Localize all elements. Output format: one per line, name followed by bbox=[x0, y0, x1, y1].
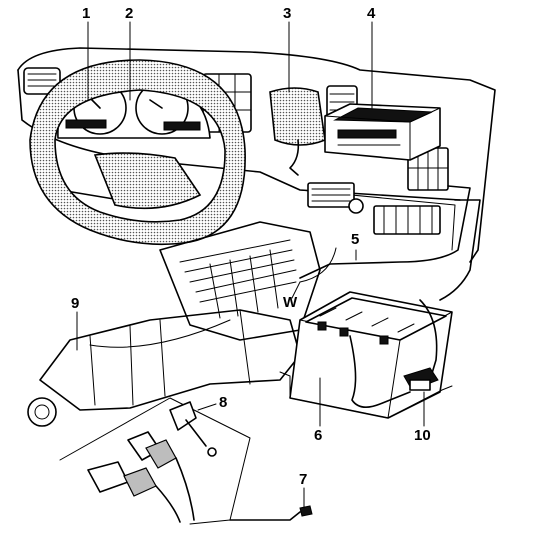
control-unit bbox=[324, 103, 441, 161]
steering-wheel bbox=[29, 59, 246, 246]
wiring-harness bbox=[299, 185, 481, 301]
callout-6: 6 bbox=[314, 427, 323, 444]
callout-5: 5 bbox=[351, 231, 360, 248]
callout-9: 9 bbox=[71, 295, 80, 312]
callout-4: 4 bbox=[367, 5, 376, 22]
callout-10: 10 bbox=[414, 427, 431, 444]
callout-7: 7 bbox=[299, 471, 308, 488]
tachograph-module bbox=[269, 87, 326, 176]
gearbox bbox=[27, 221, 321, 427]
callout-leaders bbox=[76, 21, 425, 509]
callout-2: 2 bbox=[125, 5, 134, 22]
callout-w: W bbox=[283, 294, 298, 311]
speed-sensor-assembly bbox=[59, 397, 251, 525]
callout-3: 3 bbox=[283, 5, 292, 22]
relay-block bbox=[403, 367, 439, 391]
callout-8: 8 bbox=[219, 394, 228, 411]
callout-1: 1 bbox=[82, 5, 91, 22]
sensor-lead bbox=[229, 505, 313, 521]
